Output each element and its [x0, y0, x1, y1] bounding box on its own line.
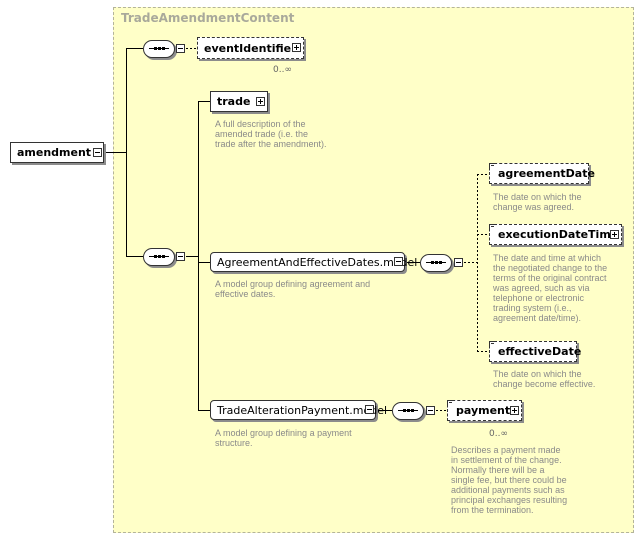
documentation-icon — [489, 341, 496, 347]
element-label: payment — [456, 404, 511, 417]
collapse-icon[interactable] — [426, 406, 435, 415]
element-trade[interactable]: trade — [210, 91, 268, 112]
cardinality-label: 0..∞ — [273, 65, 292, 75]
expand-icon[interactable] — [610, 230, 619, 239]
model-group-label: TradeAlterationPayment.model — [217, 403, 388, 417]
element-label: agreementDate — [498, 167, 595, 180]
documentation-icon — [447, 400, 454, 406]
element-label: trade — [217, 95, 251, 108]
element-payment[interactable]: payment — [447, 400, 522, 421]
model-group-agreement-and-effective-dates[interactable]: AgreementAndEffectiveDates.model — [210, 252, 417, 272]
collapse-icon[interactable] — [176, 44, 185, 53]
sequence-compositor-icon — [420, 254, 452, 272]
sequence-compositor-icon — [143, 40, 175, 58]
model-group-trade-alteration-payment[interactable]: TradeAlterationPayment.model — [210, 400, 387, 420]
cardinality-label: 0..∞ — [489, 429, 508, 439]
root-element-amendment[interactable]: amendment — [10, 142, 104, 163]
documentation-icon — [489, 163, 496, 169]
element-label: eventIdentifier — [204, 41, 297, 55]
collapse-icon[interactable] — [394, 257, 403, 266]
collapse-icon[interactable] — [454, 258, 463, 267]
model-group-label: AgreementAndEffectiveDates.model — [217, 255, 418, 269]
collapse-icon[interactable] — [365, 405, 374, 414]
element-execution-date-time[interactable]: executionDateTime — [489, 224, 622, 245]
expand-icon[interactable] — [510, 406, 519, 415]
documentation-icon — [489, 224, 496, 230]
element-label: executionDateTime — [498, 228, 619, 241]
root-element-label: amendment — [17, 146, 92, 159]
collapse-icon[interactable] — [93, 148, 102, 157]
expand-icon[interactable] — [256, 97, 265, 106]
sequence-compositor-icon — [392, 402, 424, 420]
element-effective-date[interactable]: effectiveDate — [489, 341, 581, 362]
collapse-icon[interactable] — [176, 252, 185, 261]
expand-icon[interactable] — [292, 43, 301, 52]
element-agreement-date[interactable]: agreementDate — [489, 163, 595, 184]
type-title: TradeAmendmentContent — [121, 11, 295, 25]
sequence-compositor-icon — [143, 248, 175, 266]
element-label: effectiveDate — [498, 345, 582, 358]
element-event-identifier[interactable]: eventIdentifier — [197, 37, 304, 59]
